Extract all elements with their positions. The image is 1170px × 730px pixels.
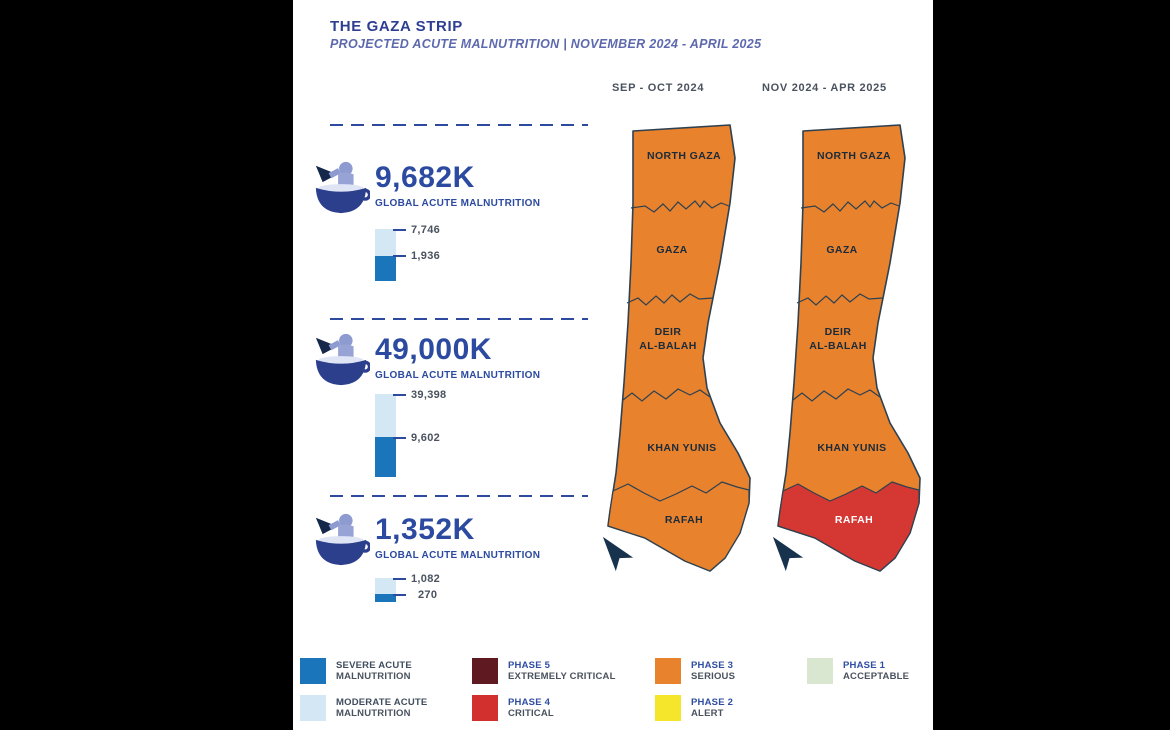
tick <box>393 394 406 396</box>
severe-value: 270 <box>418 589 438 601</box>
stat-value: 9,682K <box>375 161 475 194</box>
divider <box>330 495 588 497</box>
stat-value: 49,000K <box>375 333 492 366</box>
region-label-khan-yunis: KHAN YUNIS <box>817 442 886 454</box>
moderate-value: 7,746 <box>411 224 441 236</box>
boundary-deir-khanyunis <box>622 388 711 402</box>
legend-swatch <box>300 658 326 684</box>
legend-label: PHASE 5 <box>508 660 551 671</box>
severe-segment <box>375 594 396 602</box>
gaza-map-nov-apr: NORTH GAZA GAZA DEIR AL-BALAH KHAN YUNIS… <box>772 124 921 572</box>
region-label-deir-line1: DEIR <box>655 326 682 338</box>
legend-swatch <box>655 658 681 684</box>
tick <box>393 229 406 231</box>
moderate-value: 39,398 <box>411 389 447 401</box>
moderate-value: 1,082 <box>411 573 441 585</box>
legend-swatch <box>807 658 833 684</box>
tick <box>393 437 406 439</box>
region-label-gaza: GAZA <box>826 244 857 256</box>
stat-value: 1,352K <box>375 513 475 546</box>
region-rafah-fill <box>777 481 920 572</box>
divider <box>330 318 588 320</box>
region-label-north-gaza: NORTH GAZA <box>647 150 721 162</box>
child-in-bowl-icon <box>315 513 370 566</box>
legend-label: CRITICAL <box>508 708 554 719</box>
stacked-bar <box>375 229 396 281</box>
boundary-deir-khanyunis <box>792 388 881 402</box>
stat-label: GLOBAL ACUTE MALNUTRITION <box>375 550 541 561</box>
gaza-map-sep-oct: NORTH GAZA GAZA DEIR AL-BALAH KHAN YUNIS… <box>602 124 751 572</box>
north-arrow-icon <box>602 536 634 572</box>
legend-label: PHASE 3 <box>691 660 734 671</box>
boundary-gaza-deir <box>796 293 884 306</box>
region-label-khan-yunis: KHAN YUNIS <box>647 442 716 454</box>
severe-value: 9,602 <box>411 432 441 444</box>
tick <box>393 255 406 257</box>
legend-label: PHASE 2 <box>691 697 734 708</box>
severe-segment <box>375 437 396 477</box>
region-label-gaza: GAZA <box>656 244 687 256</box>
legend-swatch <box>300 695 326 721</box>
map-period-label: SEP - OCT 2024 <box>612 82 705 94</box>
boundary-northgaza-gaza <box>800 200 900 213</box>
legend-label: MALNUTRITION <box>336 708 411 719</box>
legend-swatch <box>655 695 681 721</box>
moderate-segment <box>375 578 396 594</box>
region-rafah-fill <box>607 481 750 572</box>
stat-label: GLOBAL ACUTE MALNUTRITION <box>375 198 541 209</box>
page-subtitle: PROJECTED ACUTE MALNUTRITION | NOVEMBER … <box>330 37 762 51</box>
legend-label: ALERT <box>691 708 724 719</box>
region-label-rafah: RAFAH <box>835 514 873 526</box>
legend-label: MODERATE ACUTE <box>336 697 428 708</box>
tick <box>393 578 406 580</box>
legend-swatch <box>472 658 498 684</box>
legend-label: PHASE 4 <box>508 697 551 708</box>
page-title: THE GAZA STRIP <box>330 18 463 35</box>
stacked-bar <box>375 394 396 477</box>
legend-label: ACCEPTABLE <box>843 671 910 682</box>
region-label-deir-line1: DEIR <box>825 326 852 338</box>
legend-label: PHASE 1 <box>843 660 886 671</box>
boundary-gaza-deir <box>626 293 714 306</box>
divider <box>330 124 588 126</box>
region-label-deir-line2: AL-BALAH <box>639 340 696 352</box>
stacked-bar <box>375 578 396 602</box>
region-label-north-gaza: NORTH GAZA <box>817 150 891 162</box>
legend-label: MALNUTRITION <box>336 671 411 682</box>
content-canvas: THE GAZA STRIP PROJECTED ACUTE MALNUTRIT… <box>293 0 933 730</box>
map-period-label: NOV 2024 - APR 2025 <box>762 82 887 94</box>
severe-segment <box>375 256 396 281</box>
north-arrow-icon <box>772 536 804 572</box>
boundary-northgaza-gaza <box>630 200 730 213</box>
region-label-deir-line2: AL-BALAH <box>809 340 866 352</box>
child-in-bowl-icon <box>315 333 370 386</box>
legend-swatch <box>472 695 498 721</box>
stat-label: GLOBAL ACUTE MALNUTRITION <box>375 370 541 381</box>
region-label-rafah: RAFAH <box>665 514 703 526</box>
severe-value: 1,936 <box>411 250 441 262</box>
legend-label: SERIOUS <box>691 671 736 682</box>
legend-label: EXTREMELY CRITICAL <box>508 671 616 682</box>
moderate-segment <box>375 229 396 256</box>
child-in-bowl-icon <box>315 161 370 214</box>
tick <box>393 594 406 596</box>
moderate-segment <box>375 394 396 437</box>
legend-label: SEVERE ACUTE <box>336 660 412 671</box>
